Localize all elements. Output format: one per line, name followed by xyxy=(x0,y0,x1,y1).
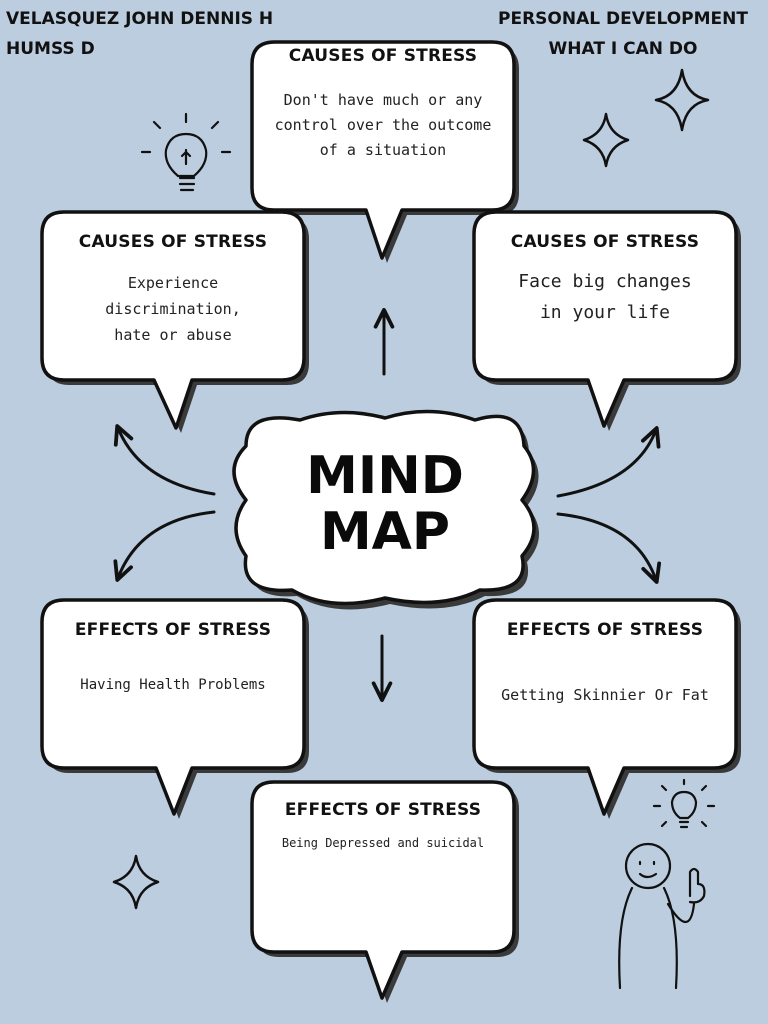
cause-card-right: CAUSES OF STRESS Face big changes in you… xyxy=(478,232,732,328)
student-name: VELASQUEZ JOHN DENNIS H xyxy=(6,9,274,29)
student-info: VELASQUEZ JOHN DENNIS H HUMSS D xyxy=(6,4,273,64)
sparkle-icon-small xyxy=(582,112,630,168)
sparkle-icon-large xyxy=(654,68,710,132)
cause-title: CAUSES OF STRESS xyxy=(510,232,700,252)
arrow-upper-right xyxy=(556,426,661,498)
title-line-1: MIND xyxy=(306,446,464,506)
connector-arrows xyxy=(113,308,662,702)
person-idea-icon xyxy=(618,778,716,990)
cause-bubble-right xyxy=(472,210,741,431)
effect-card-right: EFFECTS OF STRESS Getting Skinnier Or Fa… xyxy=(478,620,732,706)
effect-card-left: EFFECTS OF STRESS Having Health Problems xyxy=(46,620,300,696)
effect-bubble-left xyxy=(40,598,309,819)
cause-bubble-left xyxy=(40,210,309,433)
subject-title: PERSONAL DEVELOPMENT xyxy=(498,9,748,29)
effect-title: EFFECTS OF STRESS xyxy=(284,800,482,820)
cause-title: CAUSES OF STRESS xyxy=(288,46,478,66)
activity-title: WHAT I CAN DO xyxy=(548,39,698,59)
student-section: HUMSS D xyxy=(6,39,95,59)
effect-text: Having Health Problems xyxy=(80,677,266,693)
effect-title: EFFECTS OF STRESS xyxy=(74,620,272,640)
cause-card-top: CAUSES OF STRESS Don't have much or any … xyxy=(256,46,510,163)
lightbulb-icon xyxy=(140,112,232,192)
effect-text: Getting Skinnier Or Fat xyxy=(501,686,709,704)
effect-bubble-bottom xyxy=(250,780,519,1003)
title-line-2: MAP xyxy=(319,502,451,562)
arrow-lower-left xyxy=(113,510,216,582)
effect-title: EFFECTS OF STRESS xyxy=(506,620,704,640)
cause-text: Don't have much or any control over the … xyxy=(274,91,492,159)
course-info: PERSONAL DEVELOPMENT WHAT I CAN DO xyxy=(498,4,748,64)
center-cloud xyxy=(232,409,539,610)
effect-bubble-right xyxy=(472,598,741,819)
effect-card-bottom: EFFECTS OF STRESS Being Depressed and su… xyxy=(256,800,510,852)
cause-bubble-top xyxy=(250,40,519,263)
arrow-lower-right xyxy=(556,512,662,584)
mind-map-title: MIND MAP xyxy=(270,448,500,560)
effect-text: Being Depressed and suicidal xyxy=(281,836,485,850)
arrow-upper-left xyxy=(113,424,216,496)
cause-text: Experience discrimination, hate or abuse xyxy=(105,274,241,344)
cause-text: Face big changes in your life xyxy=(518,271,692,323)
sparkle-icon-bottom xyxy=(112,854,160,910)
cause-card-left: CAUSES OF STRESS Experience discriminati… xyxy=(46,232,300,348)
cause-title: CAUSES OF STRESS xyxy=(78,232,268,252)
